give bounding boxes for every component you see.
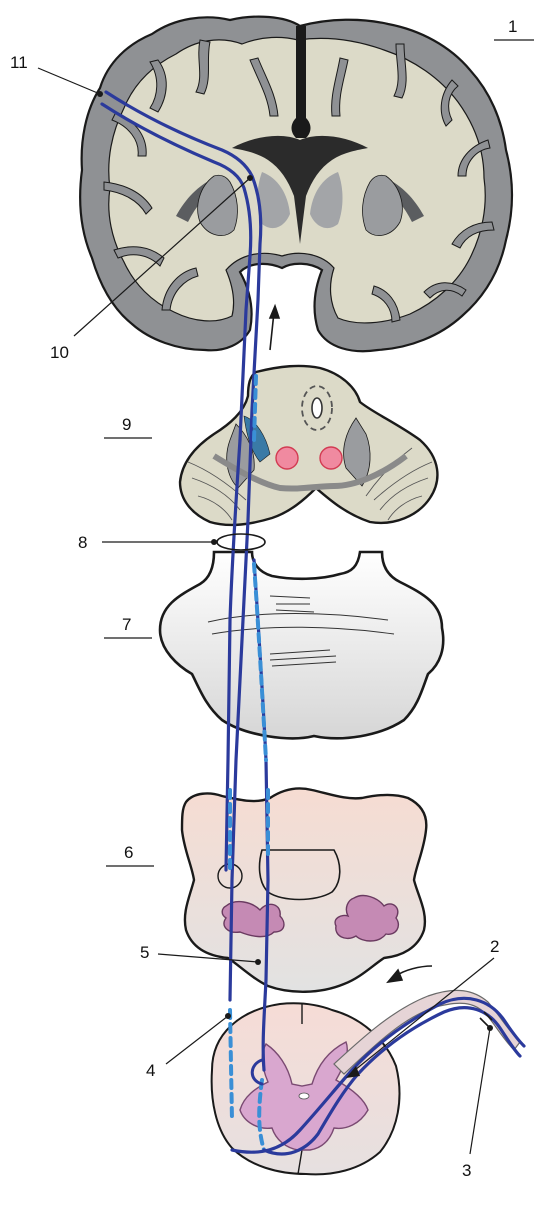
label-7: 7 — [122, 615, 131, 634]
cerebrum-coronal-section — [80, 17, 512, 352]
pons-outline — [160, 552, 443, 738]
label-10: 10 — [50, 343, 69, 362]
decussation-ring — [217, 534, 265, 550]
medulla-section — [182, 788, 426, 991]
curved-arrow-head — [388, 970, 402, 982]
label-6: 6 — [124, 843, 133, 862]
leader-11 — [38, 68, 100, 94]
red-nucleus-right — [320, 447, 342, 469]
label-4: 4 — [146, 1061, 155, 1080]
up-arrow-head — [270, 306, 279, 318]
leader-2 — [350, 958, 494, 1074]
midbrain-section — [180, 366, 437, 525]
label-5: 5 — [140, 943, 149, 962]
medulla-outline — [182, 788, 426, 991]
leader-3 — [470, 1028, 490, 1154]
aqueduct-lumen — [312, 398, 322, 418]
label-8: 8 — [78, 533, 87, 552]
label-11: 11 — [10, 53, 28, 72]
curved-arrow — [396, 966, 432, 976]
midbrain-outline — [180, 366, 437, 525]
label-2: 2 — [490, 937, 499, 956]
label-3: 3 — [462, 1161, 471, 1180]
pons-section — [160, 552, 443, 738]
label-9: 9 — [122, 415, 131, 434]
central-canal — [299, 1093, 309, 1099]
red-nucleus-left — [276, 447, 298, 469]
label-1: 1 — [508, 17, 517, 36]
